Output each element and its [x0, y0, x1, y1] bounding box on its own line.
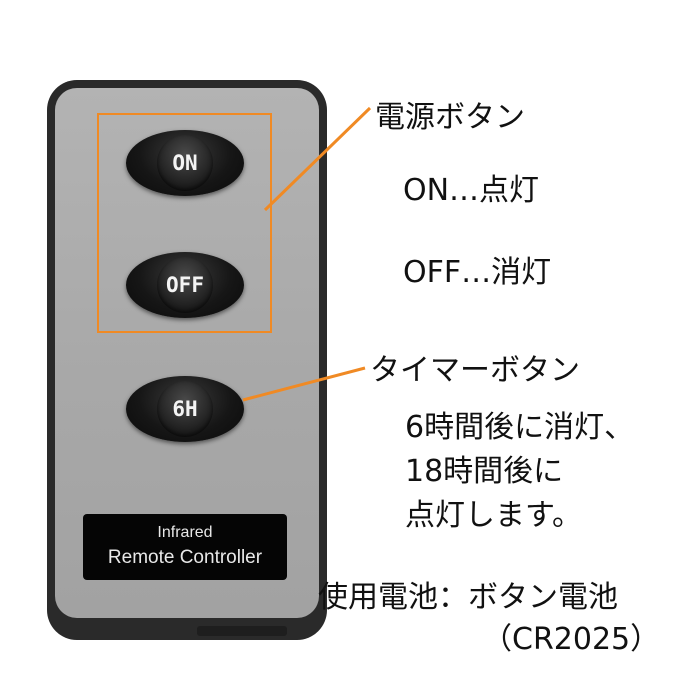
timer-description-line-1: 6時間後に消灯、 [405, 410, 635, 445]
plate-line-2: Remote Controller [107, 547, 263, 568]
battery-info-line-1: 使用電池：ボタン電池 [318, 580, 618, 615]
power-buttons-highlight [97, 113, 272, 333]
on-button-label: ON [157, 135, 213, 191]
timer-description-line-2: 18時間後に [405, 454, 564, 489]
plate-line-1: Infrared [157, 524, 213, 541]
timer-button[interactable]: 6H [126, 376, 244, 442]
off-description: OFF…消灯 [403, 255, 552, 290]
label-plate: Infrared Remote Controller [83, 514, 287, 580]
power-callout-line [263, 106, 372, 212]
off-button[interactable]: OFF [126, 252, 244, 318]
timer-callout-line [242, 366, 366, 402]
remote-face: ON OFF 6H Infrared Remote Controller [55, 88, 319, 618]
timer-button-label: 6H [157, 381, 213, 437]
battery-info-line-2: （CR2025） [482, 622, 661, 657]
on-description: ON…点灯 [403, 173, 540, 208]
remote-control: ON OFF 6H Infrared Remote Controller [47, 80, 327, 640]
off-button-label: OFF [157, 257, 213, 313]
on-button[interactable]: ON [126, 130, 244, 196]
timer-description-line-3: 点灯します。 [405, 498, 582, 533]
battery-tray-notch [197, 626, 287, 636]
power-button-title: 電源ボタン [375, 100, 525, 135]
timer-button-title: タイマーボタン [370, 353, 580, 388]
